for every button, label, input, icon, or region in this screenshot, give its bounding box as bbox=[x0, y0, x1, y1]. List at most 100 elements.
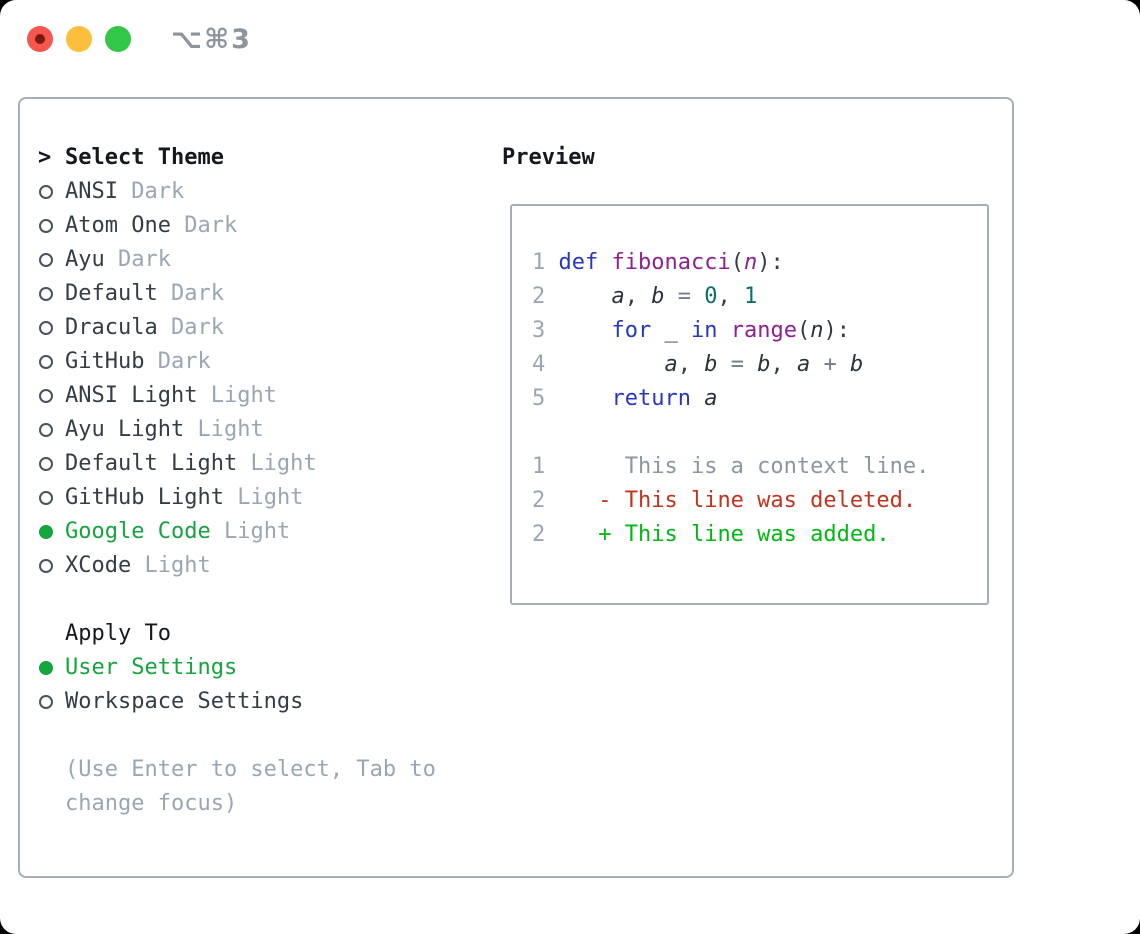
code-token-del: - This line was deleted. bbox=[558, 488, 917, 513]
code-token-var: b bbox=[849, 352, 864, 377]
code-token-ln: 1 bbox=[532, 454, 559, 479]
option-variant-label: Dark bbox=[118, 247, 171, 272]
code-token-pl: , bbox=[717, 284, 744, 309]
theme-option[interactable]: GitHub Light Light bbox=[38, 481, 478, 515]
radio-icon bbox=[39, 253, 53, 267]
code-token-ln: 3 bbox=[532, 318, 559, 343]
theme-option[interactable]: Ayu Light Light bbox=[38, 413, 478, 447]
option-variant-label: Dark bbox=[170, 315, 224, 340]
theme-option[interactable]: Dracula Dark bbox=[38, 311, 478, 345]
code-token-op: + bbox=[810, 352, 850, 377]
zoom-window-icon[interactable] bbox=[105, 26, 131, 52]
code-token-kw: in bbox=[690, 318, 731, 343]
radio-icon bbox=[39, 695, 53, 709]
apply-to-header: Apply To bbox=[38, 617, 478, 651]
minimize-window-icon[interactable] bbox=[66, 26, 92, 52]
code-token-param: n bbox=[743, 250, 758, 275]
radio-selected-icon bbox=[39, 661, 53, 675]
option-variant-label: Dark bbox=[157, 349, 211, 374]
theme-option[interactable]: ANSI Light Light bbox=[38, 379, 478, 413]
code-line: 4 a, b = b, a + b bbox=[532, 348, 987, 382]
code-token-pl: _ bbox=[664, 318, 691, 343]
help-row: (Use Enter to select, Tab to change focu… bbox=[38, 753, 478, 821]
code-token-fn: fibonacci bbox=[611, 250, 731, 275]
option-variant-label: Light bbox=[250, 451, 317, 476]
radio-icon bbox=[39, 185, 53, 199]
code-token-ctx: This is a context line. bbox=[558, 454, 930, 479]
code-token-pl bbox=[559, 352, 665, 377]
code-token-ln: 2 bbox=[532, 488, 559, 513]
option-variant-label: Dark bbox=[184, 213, 238, 238]
option-label: ANSI Light bbox=[65, 383, 198, 408]
theme-option[interactable]: Atom One Dark bbox=[38, 209, 478, 243]
option-variant-label: Light bbox=[223, 519, 291, 544]
code-token-add: + This line was added. bbox=[558, 522, 890, 547]
code-token-pl: ( bbox=[730, 250, 744, 275]
apply-to-option[interactable]: User Settings bbox=[38, 651, 478, 685]
option-label: User Settings bbox=[65, 655, 238, 680]
option-variant-label: Light bbox=[237, 485, 304, 510]
option-variant-label: Light bbox=[197, 417, 264, 442]
option-label: Default bbox=[65, 281, 158, 306]
theme-option[interactable]: ANSI Dark bbox=[38, 175, 478, 209]
radio-icon bbox=[39, 219, 53, 233]
theme-option[interactable]: Ayu Dark bbox=[38, 243, 478, 277]
theme-option[interactable]: Default Dark bbox=[38, 277, 478, 311]
code-token-fn: range bbox=[730, 318, 797, 343]
code-line bbox=[532, 416, 987, 450]
radio-icon bbox=[39, 491, 53, 505]
theme-option[interactable]: Google Code Light bbox=[38, 515, 478, 549]
radio-icon bbox=[39, 321, 53, 335]
code-token-pl bbox=[559, 284, 612, 309]
radio-selected-icon bbox=[39, 525, 53, 539]
option-label: Ayu Light bbox=[65, 417, 185, 442]
apply-to-option[interactable]: Workspace Settings bbox=[38, 685, 478, 719]
code-line: 2 a, b = 0, 1 bbox=[532, 280, 987, 314]
radio-icon bbox=[39, 423, 53, 437]
code-token-var: b bbox=[651, 284, 665, 309]
code-token-ln: 5 bbox=[532, 386, 559, 411]
code-token-pl: ): bbox=[757, 250, 784, 275]
close-window-icon[interactable] bbox=[27, 26, 53, 52]
radio-icon bbox=[39, 559, 53, 573]
code-line: 1 This is a context line. bbox=[532, 450, 987, 484]
code-token-var: a bbox=[611, 284, 625, 309]
radio-icon bbox=[39, 389, 53, 403]
theme-option[interactable]: XCode Light bbox=[38, 549, 478, 583]
code-token-pl: , bbox=[677, 352, 705, 377]
code-line: 3 for _ in range(n): bbox=[532, 314, 987, 348]
option-label: Default Light bbox=[65, 451, 238, 476]
window-title: ⌥⌘3 bbox=[171, 23, 252, 55]
option-variant-label: Dark bbox=[170, 281, 224, 306]
radio-icon bbox=[39, 287, 53, 301]
code-token-var: b bbox=[757, 352, 771, 377]
code-token-ln: 2 bbox=[532, 522, 559, 547]
code-line: 2 + This line was added. bbox=[532, 518, 987, 552]
option-label: Atom One bbox=[65, 213, 171, 238]
focus-prompt-icon: > bbox=[38, 145, 52, 170]
help-text: (Use Enter to select, Tab to change focu… bbox=[65, 757, 436, 816]
apply-to-title: Apply To bbox=[65, 621, 171, 646]
code-token-var: a bbox=[796, 352, 811, 377]
theme-option[interactable]: Default Light Light bbox=[38, 447, 478, 481]
code-token-op: = bbox=[664, 284, 705, 309]
code-token-pl: ( bbox=[796, 318, 811, 343]
select-theme-title: Select Theme bbox=[65, 145, 224, 170]
option-label: XCode bbox=[65, 553, 132, 578]
code-token-num: 1 bbox=[743, 284, 758, 309]
option-label: Ayu bbox=[65, 247, 105, 272]
code-token-op: = bbox=[717, 352, 758, 377]
option-label: ANSI bbox=[65, 179, 118, 204]
code-token-num: 0 bbox=[704, 284, 718, 309]
code-line: 1 def fibonacci(n): bbox=[532, 246, 987, 280]
spacer bbox=[38, 719, 478, 753]
code-token-ln: 1 bbox=[532, 250, 559, 275]
code-token-kw: def bbox=[558, 250, 612, 275]
theme-option[interactable]: GitHub Dark bbox=[38, 345, 478, 379]
select-theme-header: > Select Theme bbox=[38, 141, 478, 175]
